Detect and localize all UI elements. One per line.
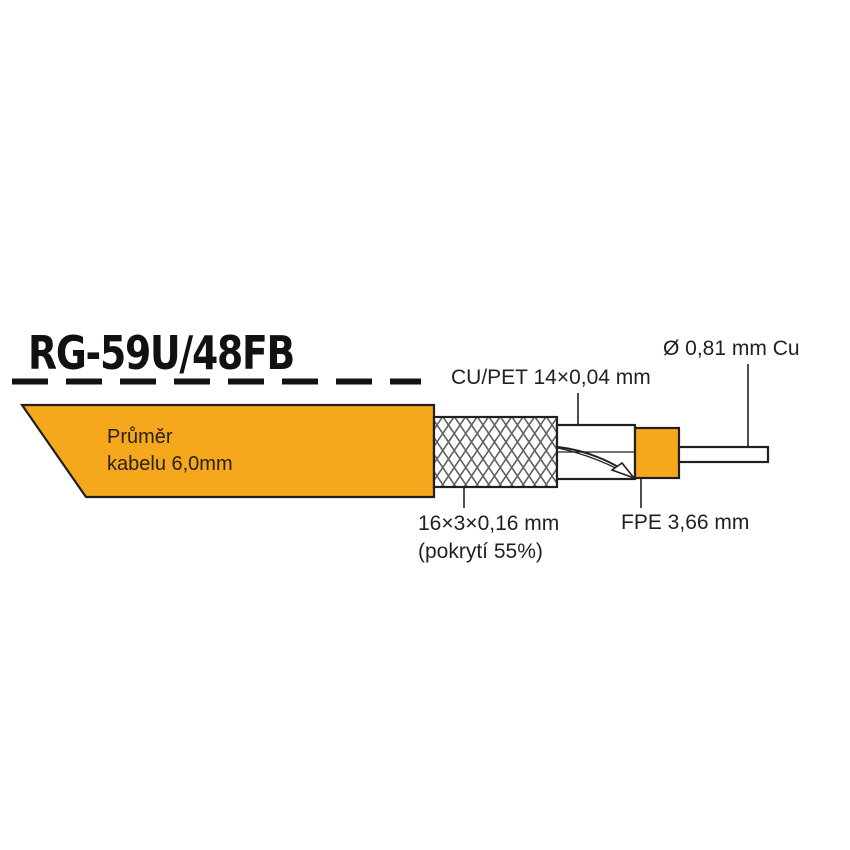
jacket-diameter-annotation: Průměr kabelu 6,0mm <box>107 424 233 478</box>
label-center-conductor: Ø 0,81 mm Cu <box>663 337 800 360</box>
cable-foil-layer <box>555 423 637 481</box>
cable-braid-shield <box>432 415 559 489</box>
label-fpe-dielectric: FPE 3,66 mm <box>621 511 750 534</box>
cable-fpe-dielectric <box>633 426 681 480</box>
label-braid-line-2: (pokrytí 55%) <box>418 540 543 563</box>
cable-outer-jacket <box>19 403 436 499</box>
cable-center-conductor <box>677 445 770 464</box>
jacket-diameter-line-1: Průměr <box>107 426 173 448</box>
jacket-diameter-line-2: kabelu 6,0mm <box>107 453 233 475</box>
label-braid-line-1: 16×3×0,16 mm <box>418 512 560 535</box>
product-title: RG-59U/48FB <box>28 326 295 380</box>
label-braid-shield: 16×3×0,16 mm (pokrytí 55%) <box>418 510 559 566</box>
label-foil-layer: CU/PET 14×0,04 mm <box>451 366 651 389</box>
